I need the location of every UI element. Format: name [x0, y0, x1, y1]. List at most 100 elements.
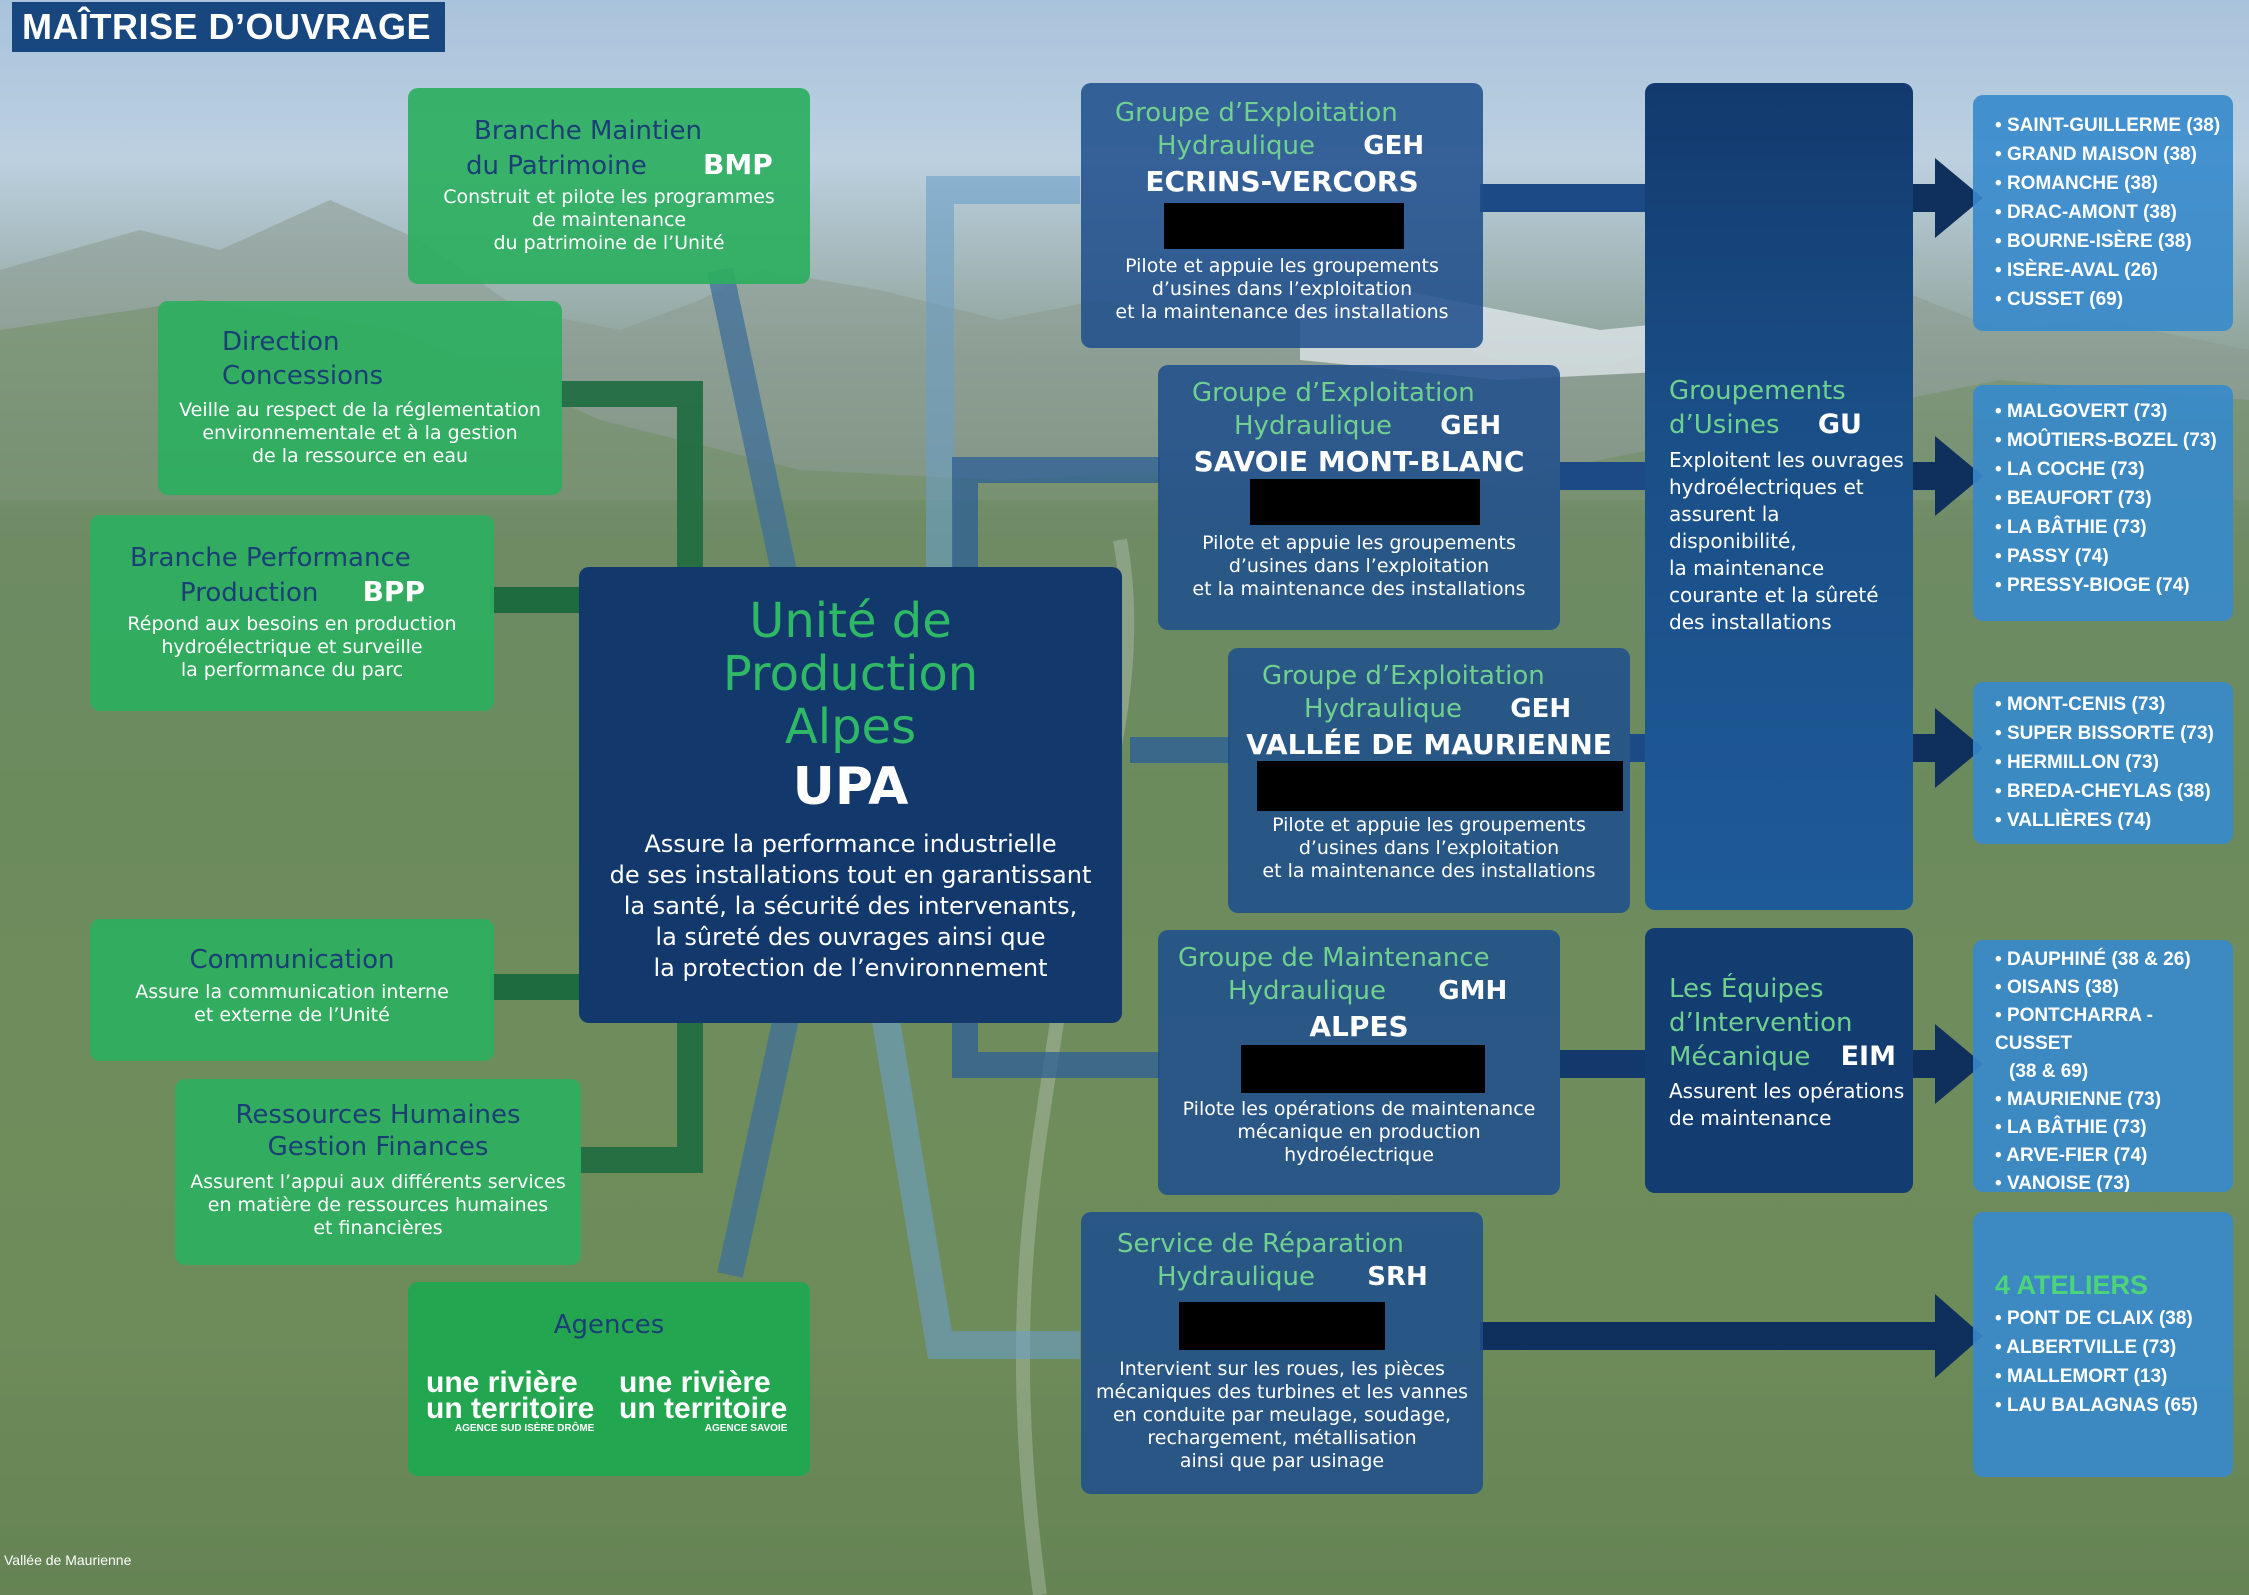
- upa-desc-line-3: la santé, la sécurité des intervenants,: [623, 892, 1078, 920]
- concessions-desc-line-3: de la ressource en eau: [251, 445, 468, 467]
- upa-desc-line-5: la protection de l’environnement: [653, 954, 1048, 982]
- bmp-abbr: BMP: [703, 148, 773, 181]
- concessions-box: Direction Concessions Veille au respect …: [158, 301, 562, 495]
- bpp-desc-line-1: Répond aux besoins en production: [127, 613, 457, 635]
- gmh-title-line-1: Groupe de Maintenance: [1178, 943, 1490, 973]
- list-item: PRESSY-BIOGE (74): [1995, 571, 2217, 600]
- list-box-3: MONT-CENIS (73) SUPER BISSORTE (73) HERM…: [1973, 682, 2233, 844]
- gu-box: Groupements d’Usines GU Exploitent les o…: [1645, 83, 1913, 910]
- agences-title: Agences: [553, 1310, 665, 1340]
- list-item: DAUPHINÉ (38 & 26): [1995, 946, 2233, 974]
- eim-desc-line-2: de maintenance: [1669, 1106, 1832, 1130]
- srh-abbr: SRH: [1367, 1262, 1428, 1292]
- bmp-title-line-1: Branche Maintien: [474, 116, 702, 146]
- list-item: ARVE-FIER (74): [1995, 1142, 2233, 1170]
- geh2-title: Groupe d’Exploitation Hydraulique GEH: [1192, 377, 1501, 443]
- concessions-title-line-1: Direction: [222, 327, 340, 357]
- redaction-block: [1250, 479, 1480, 525]
- bmp-desc-line-3: du patrimoine de l’Unité: [493, 232, 725, 254]
- geh3-name: VALLÉE DE MAURIENNE: [1246, 728, 1612, 761]
- geh2-desc-line-3: et la maintenance des installations: [1192, 578, 1526, 600]
- gmh-desc-line-1: Pilote les opérations de maintenance: [1182, 1098, 1536, 1120]
- list-item: LAU BALAGNAS (65): [1995, 1391, 2198, 1420]
- gu-desc-line-1: Exploitent les ouvrages: [1669, 448, 1904, 472]
- geh1-name: ECRINS-VERCORS: [1145, 165, 1419, 198]
- geh2-title-line-1: Groupe d’Exploitation: [1192, 378, 1475, 408]
- gmh-abbr: GMH: [1438, 976, 1508, 1006]
- srh-desc: Intervient sur les roues, les pièces méc…: [1081, 1358, 1483, 1473]
- geh-ecrins-box: Groupe d’Exploitation Hydraulique GEH EC…: [1081, 83, 1483, 348]
- eim-title-line-1: Les Équipes: [1669, 974, 1824, 1004]
- gu-desc: Exploitent les ouvrages hydroélectriques…: [1669, 447, 1913, 636]
- list-item: OISANS (38): [1995, 974, 2233, 1002]
- srh-desc-line-2: mécaniques des turbines et les vannes: [1096, 1381, 1468, 1403]
- bmp-desc: Construit et pilote les programmes de ma…: [408, 186, 810, 255]
- bpp-abbr: BPP: [362, 575, 425, 608]
- gmh-box: Groupe de Maintenance Hydraulique GMH AL…: [1158, 930, 1560, 1195]
- bmp-title-line-2-text: du Patrimoine: [466, 151, 647, 181]
- list-item: PONT DE CLAIX (38): [1995, 1304, 2198, 1333]
- logo1-line1: une rivière: [426, 1366, 578, 1399]
- list-item: SUPER BISSORTE (73): [1995, 719, 2214, 748]
- geh-maurienne-box: Groupe d’Exploitation Hydraulique GEH VA…: [1228, 648, 1630, 913]
- eim-title-line-2: d’Intervention: [1669, 1008, 1853, 1038]
- arrow-5: [1935, 1294, 1983, 1378]
- list-item: PONTCHARRA - CUSSET: [1995, 1002, 2233, 1058]
- arrow-1: [1935, 158, 1983, 238]
- logo1-sub: AGENCE SUD ISÈRE DRÔME: [454, 1423, 595, 1434]
- eim-list: DAUPHINÉ (38 & 26) OISANS (38) PONTCHARR…: [1995, 946, 2233, 1192]
- geh2-title-line-2-text: Hydraulique: [1234, 411, 1392, 441]
- geh3-title-line-2: Hydraulique GEH: [1262, 693, 1571, 726]
- gu-list-3: MONT-CENIS (73) SUPER BISSORTE (73) HERM…: [1995, 690, 2214, 835]
- list-box-1: SAINT-GUILLERME (38) GRAND MAISON (38) R…: [1973, 95, 2233, 331]
- logo2-line1: une rivière: [619, 1366, 771, 1399]
- geh1-title-line-1: Groupe d’Exploitation: [1115, 98, 1398, 128]
- concessions-desc: Veille au respect de la réglementation e…: [158, 399, 562, 468]
- srh-box: Service de Réparation Hydraulique SRH In…: [1081, 1212, 1483, 1494]
- bmp-title-line-2: du Patrimoine BMP: [466, 148, 773, 183]
- upa-desc: Assure la performance industrielle de se…: [579, 829, 1122, 984]
- communication-desc-line-2: et externe de l’Unité: [194, 1004, 390, 1026]
- ateliers-list: PONT DE CLAIX (38) ALBERTVILLE (73) MALL…: [1995, 1304, 2198, 1420]
- list-item: HERMILLON (73): [1995, 748, 2214, 777]
- geh2-desc-line-2: d’usines dans l’exploitation: [1228, 555, 1490, 577]
- page-title: MAÎTRISE D’OUVRAGE: [12, 2, 446, 52]
- bmp-box: Branche Maintien du Patrimoine BMP Const…: [408, 88, 810, 284]
- geh3-title: Groupe d’Exploitation Hydraulique GEH: [1262, 660, 1571, 726]
- communication-title: Communication: [189, 945, 395, 975]
- bmp-desc-line-1: Construit et pilote les programmes: [443, 186, 775, 208]
- list-item: MAURIENNE (73): [1995, 1086, 2233, 1114]
- gmh-title: Groupe de Maintenance Hydraulique GMH: [1178, 942, 1507, 1008]
- list-box-5: 4 ATELIERS PONT DE CLAIX (38) ALBERTVILL…: [1973, 1212, 2233, 1477]
- list-item: SAINT-GUILLERME (38): [1995, 111, 2220, 140]
- geh1-abbr: GEH: [1363, 131, 1425, 161]
- srh-title: Service de Réparation Hydraulique SRH: [1117, 1228, 1428, 1294]
- geh2-desc-line-1: Pilote et appuie les groupements: [1202, 532, 1516, 554]
- ateliers-title: 4 ATELIERS: [1995, 1270, 2149, 1300]
- srh-desc-line-1: Intervient sur les roues, les pièces: [1119, 1358, 1445, 1380]
- redaction-block: [1179, 1302, 1385, 1350]
- eim-desc: Assurent les opérations de maintenance: [1669, 1078, 1904, 1132]
- geh3-title-line-1: Groupe d’Exploitation: [1262, 661, 1545, 691]
- gu-list-2: MALGOVERT (73) MOÛTIERS-BOZEL (73) LA CO…: [1995, 397, 2217, 600]
- gu-desc-line-2: hydroélectriques et: [1669, 475, 1864, 499]
- rh-desc-line-2: en matière de ressources humaines: [207, 1194, 549, 1216]
- list-item: LA BÂTHIE (73): [1995, 513, 2217, 542]
- srh-desc-line-4: rechargement, métallisation: [1147, 1427, 1417, 1449]
- list-item-continued: (38 & 69): [2009, 1061, 2089, 1082]
- list-item: ALBERTVILLE (73): [1995, 1333, 2198, 1362]
- arrow-4: [1935, 1024, 1983, 1104]
- list-item: VANOISE (73): [1995, 1170, 2233, 1192]
- concessions-title: Direction Concessions: [222, 325, 383, 393]
- upa-abbr: UPA: [792, 757, 909, 817]
- rh-desc-line-1: Assurent l’appui aux différents services: [190, 1171, 566, 1193]
- upa-title-line-3: Alpes: [784, 699, 917, 755]
- gmh-desc: Pilote les opérations de maintenance méc…: [1158, 1098, 1560, 1167]
- geh3-title-line-2-text: Hydraulique: [1304, 694, 1462, 724]
- concessions-desc-line-2: environnementale et à la gestion: [202, 422, 518, 444]
- rh-desc: Assurent l’appui aux différents services…: [175, 1171, 581, 1240]
- eim-box: Les Équipes d’Intervention Mécanique EIM…: [1645, 928, 1913, 1193]
- list-item: DRAC-AMONT (38): [1995, 198, 2220, 227]
- list-item: CUSSET (69): [1995, 285, 2220, 314]
